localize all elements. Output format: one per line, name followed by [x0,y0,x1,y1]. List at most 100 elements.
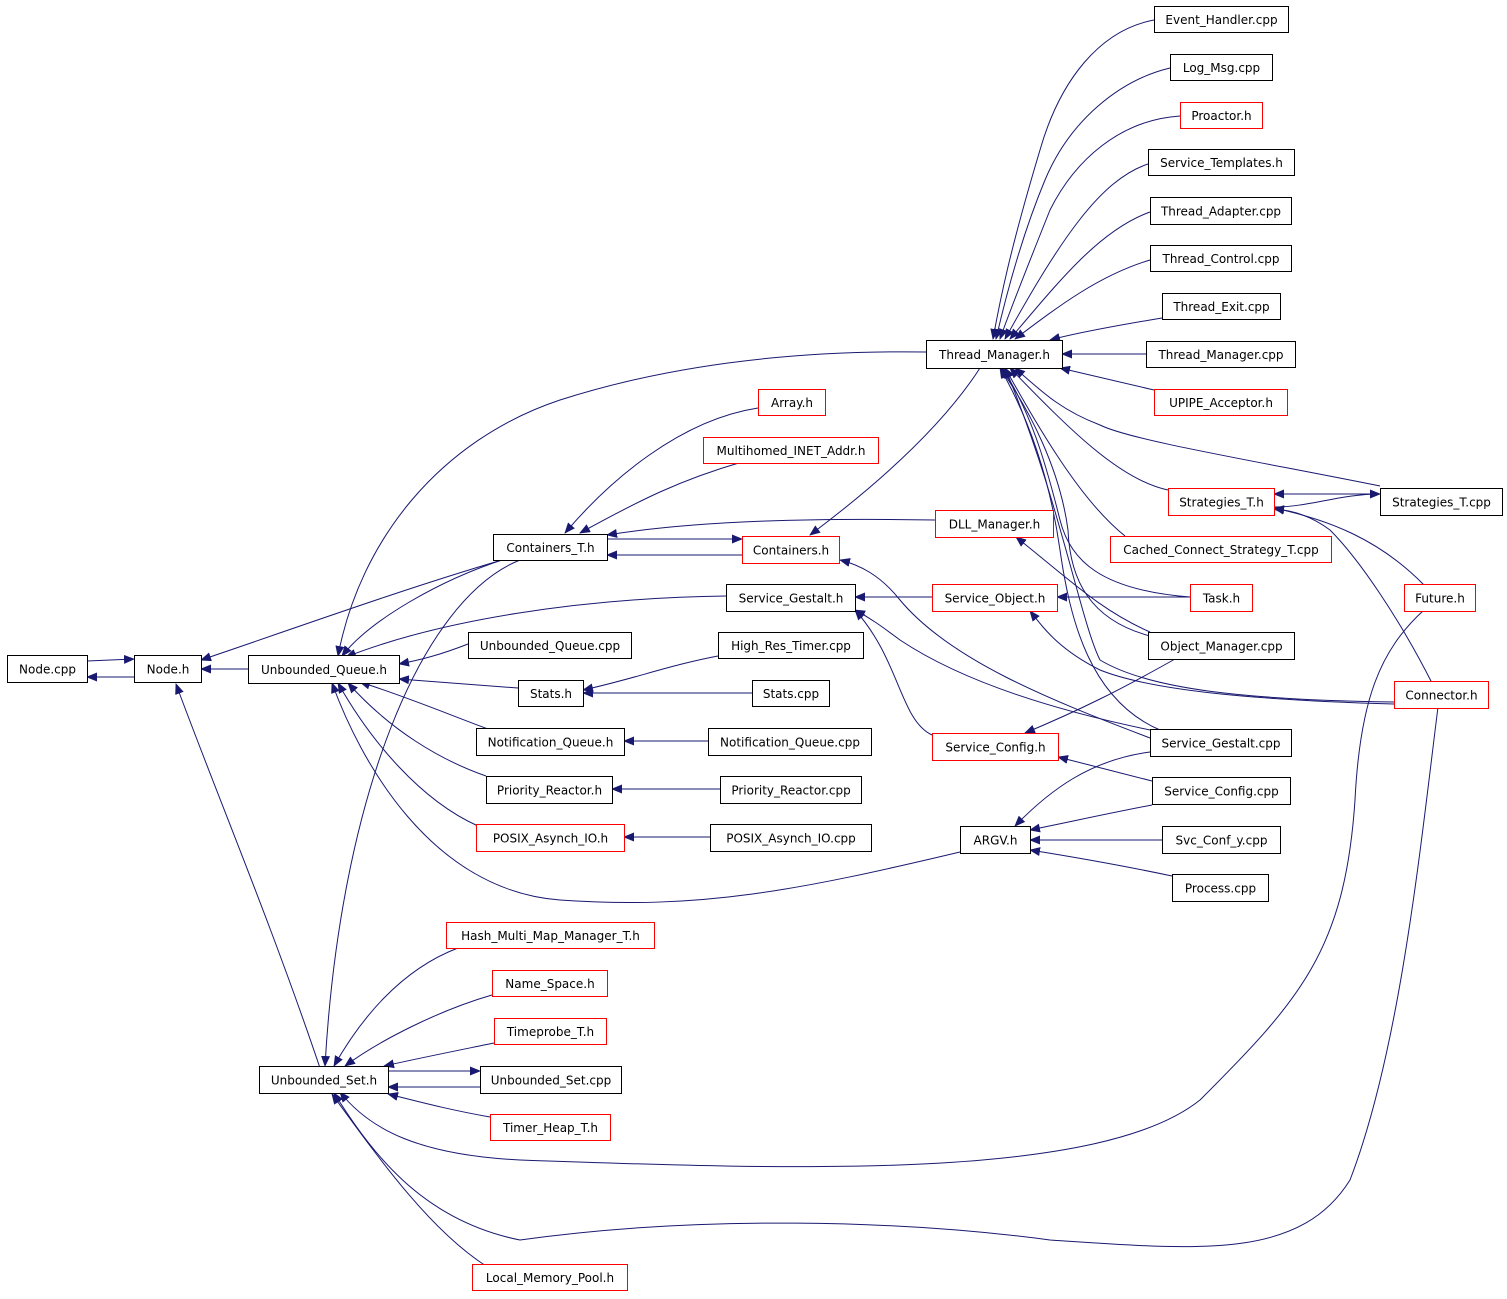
node-box[interactable] [1190,584,1253,612]
node-svc-conf-y-cpp[interactable]: Svc_Conf_y.cpp [1162,826,1281,854]
node-box[interactable] [752,680,830,707]
node-notification-queue-h[interactable]: Notification_Queue.h [476,728,625,756]
node-hash-multi-map-manager-t-h[interactable]: Hash_Multi_Map_Manager_T.h [446,922,655,949]
node-thread-exit-cpp[interactable]: Thread_Exit.cpp [1162,293,1281,320]
node-box[interactable] [490,1114,611,1141]
node-argv-h[interactable]: ARGV.h [960,826,1031,854]
node-local-memory-pool-h[interactable]: Local_Memory_Pool.h [472,1264,628,1291]
node-box[interactable] [492,970,608,997]
node-future-h[interactable]: Future.h [1404,584,1476,612]
node-posix-asynch-io-h[interactable]: POSIX_Asynch_IO.h [476,824,625,852]
node-box[interactable] [1150,197,1292,225]
node-service-templates-h[interactable]: Service_Templates.h [1148,149,1295,176]
node-box[interactable] [472,1264,628,1291]
node-thread-manager-h[interactable]: Thread_Manager.h [926,340,1063,369]
node-stats-cpp[interactable]: Stats.cpp [752,680,830,707]
node-thread-adapter-cpp[interactable]: Thread_Adapter.cpp [1150,197,1292,225]
node-box[interactable] [758,389,826,416]
node-box[interactable] [1404,584,1476,612]
node-task-h[interactable]: Task.h [1190,584,1253,612]
node-stats-h[interactable]: Stats.h [518,680,584,707]
node-containers-t-h[interactable]: Containers_T.h [493,534,608,561]
node-notification-queue-cpp[interactable]: Notification_Queue.cpp [708,728,872,756]
node-box[interactable] [926,340,1063,369]
node-strategies-t-cpp[interactable]: Strategies_T.cpp [1380,488,1503,516]
node-box[interactable] [742,536,840,564]
node-box[interactable] [1380,488,1503,516]
node-box[interactable] [708,728,872,756]
node-priority-reactor-cpp[interactable]: Priority_Reactor.cpp [720,776,862,804]
node-array-h[interactable]: Array.h [758,389,826,416]
node-box[interactable] [1150,729,1292,757]
node-box[interactable] [494,1018,607,1045]
node-box[interactable] [248,655,400,684]
node-service-config-h[interactable]: Service_Config.h [932,733,1059,761]
node-box[interactable] [518,680,584,707]
node-posix-asynch-io-cpp[interactable]: POSIX_Asynch_IO.cpp [710,824,872,852]
node-service-object-h[interactable]: Service_Object.h [932,584,1058,612]
node-box[interactable] [493,534,608,561]
node-box[interactable] [1170,54,1273,81]
node-box[interactable] [476,824,625,852]
node-priority-reactor-h[interactable]: Priority_Reactor.h [486,776,613,804]
node-box[interactable] [1180,102,1263,129]
node-box[interactable] [1154,6,1289,33]
node-box[interactable] [726,584,856,612]
node-box[interactable] [468,632,632,659]
node-box[interactable] [960,826,1031,854]
node-log-msg-cpp[interactable]: Log_Msg.cpp [1170,54,1273,81]
node-dll-manager-h[interactable]: DLL_Manager.h [935,510,1054,538]
node-box[interactable] [1110,536,1332,563]
node-box[interactable] [1394,681,1489,709]
node-process-cpp[interactable]: Process.cpp [1172,874,1269,902]
node-box[interactable] [1154,389,1288,416]
node-unbounded-queue-cpp[interactable]: Unbounded_Queue.cpp [468,632,632,659]
node-box[interactable] [486,776,613,804]
node-box[interactable] [134,655,202,683]
node-box[interactable] [1150,245,1292,272]
node-multihomed-inet-addr-h[interactable]: Multihomed_INET_Addr.h [703,437,879,464]
node-service-config-cpp[interactable]: Service_Config.cpp [1152,777,1291,805]
node-box[interactable] [476,728,625,756]
node-box[interactable] [480,1066,622,1094]
node-box[interactable] [1162,826,1281,854]
node-strategies-t-h[interactable]: Strategies_T.h [1168,488,1275,516]
node-box[interactable] [259,1066,389,1094]
node-box[interactable] [7,655,88,683]
node-box[interactable] [1168,488,1275,516]
node-box[interactable] [935,510,1054,538]
node-service-gestalt-h[interactable]: Service_Gestalt.h [726,584,856,612]
node-event-handler-cpp[interactable]: Event_Handler.cpp [1154,6,1289,33]
node-high-res-timer-cpp[interactable]: High_Res_Timer.cpp [718,632,864,659]
node-name-space-h[interactable]: Name_Space.h [492,970,608,997]
node-upipe-acceptor-h[interactable]: UPIPE_Acceptor.h [1154,389,1288,416]
node-connector-h[interactable]: Connector.h [1394,681,1489,709]
node-box[interactable] [1148,149,1295,176]
node-timeprobe-t-h[interactable]: Timeprobe_T.h [494,1018,607,1045]
node-thread-manager-cpp[interactable]: Thread_Manager.cpp [1146,341,1296,368]
node-node-cpp[interactable]: Node.cpp [7,655,88,683]
node-box[interactable] [1152,777,1291,805]
node-box[interactable] [710,824,872,852]
node-proactor-h[interactable]: Proactor.h [1180,102,1263,129]
node-box[interactable] [932,733,1059,761]
node-box[interactable] [718,632,864,659]
node-timer-heap-t-h[interactable]: Timer_Heap_T.h [490,1114,611,1141]
node-box[interactable] [1146,341,1296,368]
node-unbounded-set-h[interactable]: Unbounded_Set.h [259,1066,389,1094]
node-box[interactable] [932,584,1058,612]
node-unbounded-queue-h[interactable]: Unbounded_Queue.h [248,655,400,684]
node-thread-control-cpp[interactable]: Thread_Control.cpp [1150,245,1292,272]
node-box[interactable] [1172,874,1269,902]
node-service-gestalt-cpp[interactable]: Service_Gestalt.cpp [1150,729,1292,757]
node-cached-connect-strategy-t-cpp[interactable]: Cached_Connect_Strategy_T.cpp [1110,536,1332,563]
node-object-manager-cpp[interactable]: Object_Manager.cpp [1148,632,1295,660]
node-unbounded-set-cpp[interactable]: Unbounded_Set.cpp [480,1066,622,1094]
node-box[interactable] [1162,293,1281,320]
node-box[interactable] [1148,632,1295,660]
node-containers-h[interactable]: Containers.h [742,536,840,564]
node-box[interactable] [703,437,879,464]
node-box[interactable] [446,922,655,949]
node-box[interactable] [720,776,862,804]
node-node-h[interactable]: Node.h [134,655,202,683]
